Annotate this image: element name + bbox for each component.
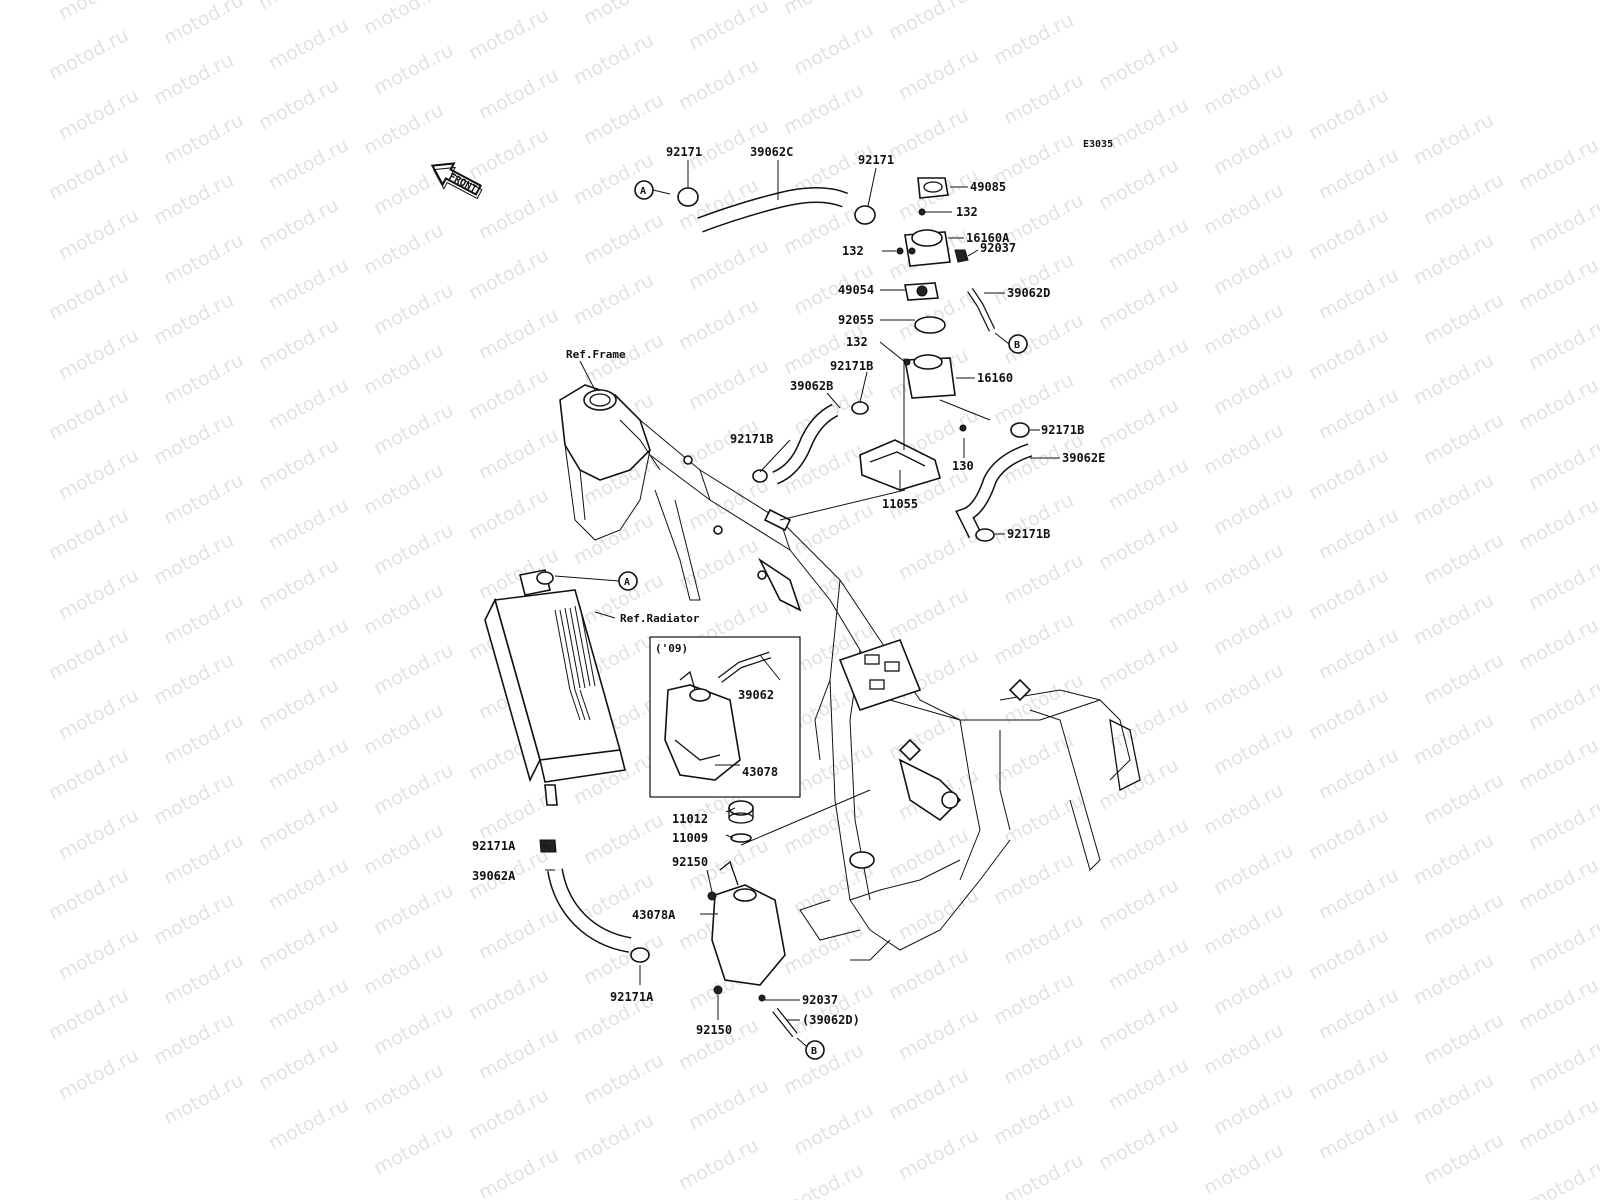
svg-text:A: A [640,186,646,197]
thermostat-housing [896,177,969,399]
connector-b-bottom: B [796,1037,825,1060]
hose-39062e [955,422,1033,542]
part-label: 132 [956,205,978,219]
diagram-code: E3035 [1083,139,1113,150]
part-label: 11009 [672,831,708,845]
part-label: 39062B [790,379,833,393]
ref-radiator-label: Ref.Radiator [620,612,700,625]
reservoir-inset [649,636,801,798]
part-label: 92171A [472,839,516,853]
part-label: 92037 [802,993,838,1007]
part-label: (39062D) [802,1013,860,1027]
part-labels: 92171 39062C 92171 49085 132 16160A 132 … [472,145,1105,1037]
part-label: 39062A [472,869,516,883]
part-label: 92055 [838,313,874,327]
small-hose-39062d [967,288,996,332]
radiator-drawing [484,569,626,853]
part-label: 43078 [742,765,778,779]
svg-text:A: A [624,577,630,588]
part-label: 132 [846,335,868,349]
frame-drawing [559,384,1141,961]
part-label: 11055 [882,497,918,511]
part-label: 43078A [632,908,676,922]
part-label: 92171B [1007,527,1050,541]
svg-text:B: B [1014,340,1020,351]
connector-b-top: B [994,332,1028,354]
front-arrow-icon: FRONT [430,162,483,200]
part-label: 92171 [858,153,894,167]
part-label: 49085 [970,180,1006,194]
part-label: 16160A [966,231,1010,245]
part-label: 39062C [750,145,793,159]
connector-a-radiator: A [554,571,638,591]
part-label: 92171A [610,990,654,1004]
leader-lines [540,160,1060,1021]
part-label: 11012 [672,812,708,826]
part-label: 130 [952,459,974,473]
part-label: 92037 [980,241,1016,255]
hose-39062b [752,401,869,485]
part-label: 92171 [666,145,702,159]
reservoir-43078a [707,800,798,1038]
part-label: 132 [842,244,864,258]
part-label: 39062D [1007,286,1050,300]
year-box-label: ('09) [655,642,688,655]
part-label: 92150 [672,855,708,869]
part-label: 92150 [696,1023,732,1037]
part-label: 49054 [838,283,874,297]
part-label: 39062 [738,688,774,702]
part-label: 92171B [830,359,873,373]
svg-text:B: B [811,1046,817,1057]
upper-hose-39062c [677,187,876,233]
part-label: 92171B [1041,423,1084,437]
part-label: 92171B [730,432,773,446]
hose-39062a [547,868,650,963]
part-label: 39062E [1062,451,1105,465]
bracket-11055 [859,424,967,491]
ref-frame-label: Ref.Frame [566,348,626,361]
part-label: 16160 [977,371,1013,385]
connector-a-top: A [634,180,671,200]
